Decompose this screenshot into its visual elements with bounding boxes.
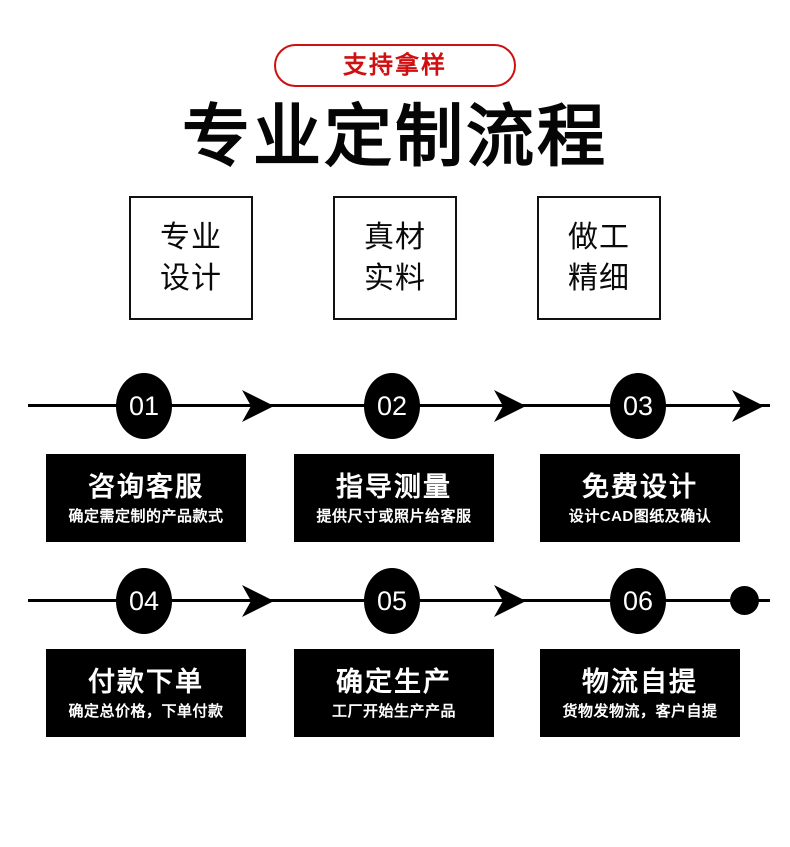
feature-line-2: 设计 [160, 262, 222, 296]
support-sample-badge: 支持拿样 [274, 44, 516, 87]
step-card-title: 免费设计 [582, 472, 698, 503]
feature-box-craft: 做工 精细 [537, 196, 661, 321]
timeline-row-1: 01 02 03 [0, 368, 790, 444]
arrow-right-icon [242, 390, 274, 423]
feature-box-design: 专业 设计 [129, 196, 253, 321]
step-card-subtitle: 提供尺寸或照片给客服 [316, 507, 472, 525]
feature-line-1: 专业 [160, 221, 222, 255]
process-row-2: 04 05 06 付款下单 确定总价格，下单付款 确定生产 工厂开始生产产品 物… [0, 563, 790, 758]
step-card-03: 免费设计 设计CAD图纸及确认 [540, 454, 740, 543]
arrow-right-icon [494, 390, 526, 423]
step-card-subtitle: 货物发物流，客户自提 [562, 702, 718, 720]
step-card-04: 付款下单 确定总价格，下单付款 [46, 649, 246, 738]
step-node-04: 04 [116, 568, 172, 635]
step-card-group-2: 付款下单 确定总价格，下单付款 确定生产 工厂开始生产产品 物流自提 货物发物流… [0, 649, 790, 749]
step-card-group-1: 咨询客服 确定需定制的产品款式 指导测量 提供尺寸或照片给客服 免费设计 设计C… [0, 454, 790, 554]
step-node-01: 01 [116, 373, 172, 440]
timeline-row-2: 04 05 06 [0, 563, 790, 639]
arrow-right-icon [494, 585, 526, 618]
step-card-subtitle: 设计CAD图纸及确认 [568, 507, 712, 525]
feature-line-2: 实料 [364, 262, 426, 296]
step-card-title: 物流自提 [582, 667, 698, 698]
process-row-1: 01 02 03 咨询客服 确定需定制的产品款式 指导测量 提供尺寸或照片给客服… [0, 368, 790, 563]
step-card-02: 指导测量 提供尺寸或照片给客服 [294, 454, 494, 543]
step-card-title: 确定生产 [336, 667, 452, 698]
step-node-02: 02 [364, 373, 420, 440]
feature-box-group: 专业 设计 真材 实料 做工 精细 [0, 196, 790, 321]
page-title: 专业定制流程 [181, 99, 608, 175]
step-card-subtitle: 确定需定制的产品款式 [68, 507, 224, 525]
step-node-05: 05 [364, 568, 420, 635]
feature-line-1: 做工 [568, 221, 630, 255]
step-card-subtitle: 确定总价格，下单付款 [68, 702, 224, 720]
arrow-right-icon [242, 585, 274, 618]
step-card-title: 指导测量 [336, 472, 452, 503]
step-card-01: 咨询客服 确定需定制的产品款式 [46, 454, 246, 543]
step-card-05: 确定生产 工厂开始生产产品 [294, 649, 494, 738]
step-card-subtitle: 工厂开始生产产品 [331, 702, 456, 720]
step-node-03: 03 [610, 373, 666, 440]
step-card-title: 付款下单 [88, 667, 204, 698]
step-node-06: 06 [610, 568, 666, 635]
timeline-end-dot-icon [730, 586, 759, 616]
feature-line-2: 精细 [568, 262, 630, 296]
header: 支持拿样 专业定制流程 [0, 0, 790, 174]
step-card-title: 咨询客服 [88, 472, 204, 503]
step-card-06: 物流自提 货物发物流，客户自提 [540, 649, 740, 738]
arrow-right-end-icon [732, 390, 764, 423]
feature-line-1: 真材 [364, 221, 426, 255]
feature-box-material: 真材 实料 [333, 196, 457, 321]
